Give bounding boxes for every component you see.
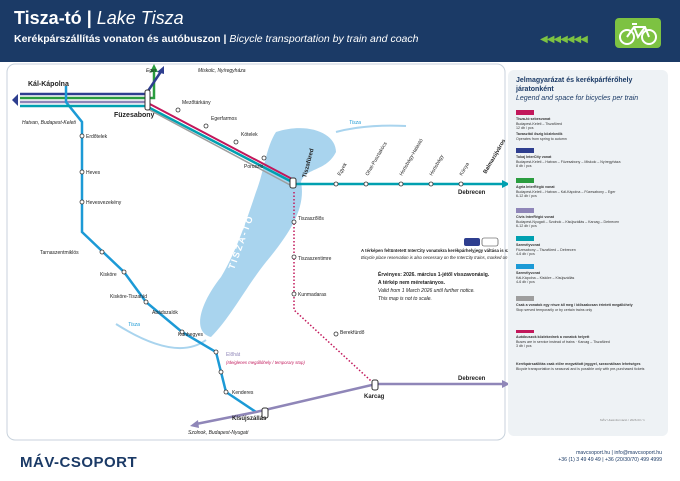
station-temp-stop: (Ideiglenes megállóhely / temporary stop…	[226, 360, 305, 365]
notice-en: Bicycle place reservation is also necess…	[361, 255, 525, 260]
page-subtitle: Kerékpárszállítás vonaton és autóbuszon …	[14, 33, 419, 45]
line-green	[20, 70, 156, 100]
footer: MÁV-CSOPORT mavcsoport.hu | info@mavcsop…	[0, 442, 680, 481]
station-eloszallas: Előhát	[226, 352, 241, 358]
legend-item: Csak a vonatok egy része áll meg / idősz…	[516, 296, 666, 312]
station-hevesvezekeny: Hevesvezekény	[86, 200, 122, 206]
legend-panel: Jelmagyarázat és kerékpárférőhely járato…	[508, 70, 668, 436]
station-debrecen-1: Debrecen	[458, 190, 486, 196]
header-banner: Tisza-tó | Lake Tisza Kerékpárszállítás …	[0, 0, 680, 62]
station-kunhegyes: Kunhegyes	[178, 332, 204, 338]
validity-hu: Érvényes: 2026. március 1-jétől visszavo…	[378, 270, 490, 278]
station-erdotelek: Erdőtelek	[86, 134, 108, 140]
station-kiskore-tiszahid: Kisköre-Tiszahíd	[110, 294, 147, 300]
station-mezotarkany: Mezőtárkány	[182, 100, 211, 106]
validity-en: Valid from 1 March 2026 until further no…	[378, 288, 475, 294]
scale-en: This map is not to scale.	[378, 296, 432, 302]
mav-logo: MÁV-CSOPORT	[20, 454, 138, 471]
line-violet-south	[195, 382, 506, 426]
river-north	[335, 124, 407, 133]
station-karcag: Karcag	[364, 394, 385, 400]
station-kotelek: Kötelek	[241, 132, 258, 138]
station-hatvan: Hatvan, Budapest-Keleti	[22, 120, 77, 126]
station-tiszaszentimre: Tiszaszentimre	[298, 256, 332, 262]
bicycle-icon	[615, 18, 661, 48]
legend-title: Jelmagyarázat és kerékpárférőhely járato…	[516, 77, 639, 102]
contact-phone: +36 (1) 3 49 49 49 | +36 (20/30/70) 499 …	[558, 457, 662, 463]
station-egerfarmos: Egerfarmos	[211, 116, 237, 122]
station-abadszalok: Abádszalók	[152, 310, 178, 316]
station-tarnaszentmiklos: Tarnaszentmiklós	[40, 250, 79, 256]
station-szolnok: Szolnok, Budapest-Nyugati	[188, 430, 249, 436]
intercity-badge-icon	[464, 238, 480, 246]
station-berekfurdo: Berekfürdő	[340, 330, 365, 336]
river-south	[115, 323, 207, 350]
station-poroszlo: Poroszló	[244, 164, 264, 170]
station-heves: Heves	[86, 170, 101, 176]
station-miskolc: Miskolc, Nyíregyháza	[198, 68, 246, 74]
legend-item: Autóbuszok közlekednek a vonatok helyett…	[516, 330, 666, 349]
line-pink	[145, 101, 295, 181]
legend-item: Kerékpárszállítás csak előre megváltott …	[516, 362, 645, 371]
notice-hu: A térképen feltüntetett InterCity vonato…	[361, 248, 528, 253]
line-grey	[145, 107, 293, 187]
station-kunmadaras: Kunmadaras	[298, 292, 327, 298]
station-fuzesabony: Füzesabony	[114, 112, 155, 119]
station-kisujszallas: Kisújszállás	[232, 416, 267, 422]
bicycle-reservation-icon	[481, 237, 499, 247]
contact-info: mavcsoport.hu | info@mavcsoport.hu +36 (…	[558, 450, 662, 464]
station-eger: Eger	[146, 68, 157, 74]
station-kiskore: Kisköre	[100, 272, 117, 278]
scale-hu: A térkép nem méretarányos.	[378, 280, 446, 286]
river-south-label: Tisza	[128, 322, 140, 328]
page-title: Tisza-tó | Lake Tisza	[14, 8, 184, 28]
station-tiszaszolos: Tiszaszőlős	[298, 216, 324, 222]
contact-web-link[interactable]: mavcsoport.hu | info@mavcsoport.hu	[576, 450, 662, 456]
decorative-arrows: ◀◀◀◀◀◀◀	[540, 34, 588, 45]
map-code: MÁV Utasinformáció / 2026.03 / 1	[600, 418, 645, 422]
lake-tisza	[200, 128, 336, 337]
station-kenderes: Kenderes	[232, 390, 254, 396]
station-kal-kapolna: Kál-Kápolna	[28, 81, 69, 88]
river-north-label: Tisza	[349, 120, 361, 126]
station-debrecen-2: Debrecen	[458, 376, 486, 382]
